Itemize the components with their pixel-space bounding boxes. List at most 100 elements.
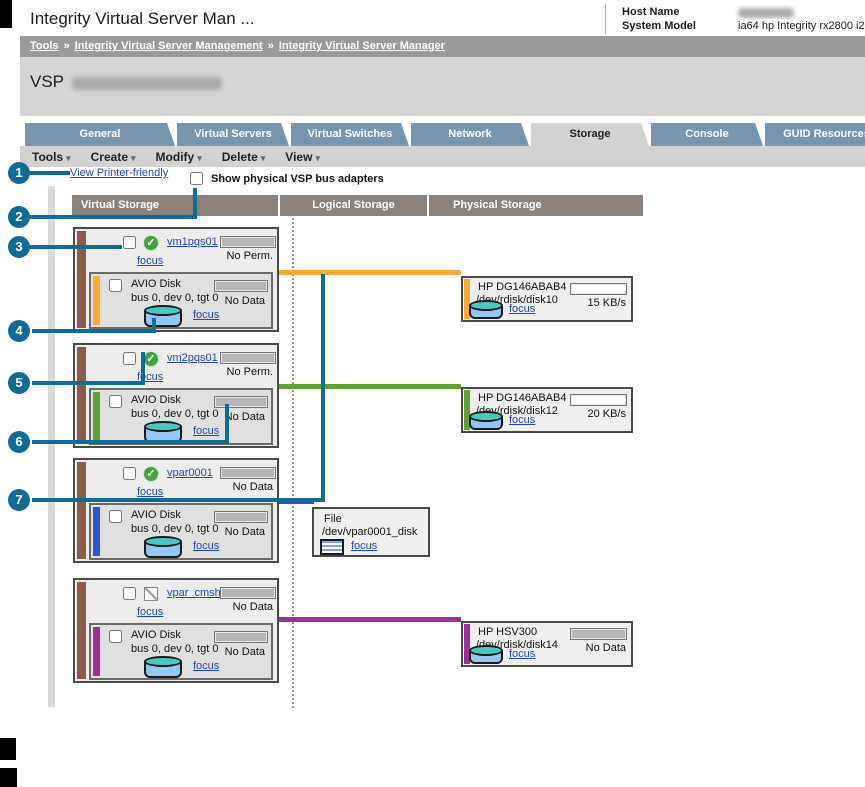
vm-name-link[interactable]: vpar_cmsha — [167, 587, 227, 599]
menu-tools[interactable]: Tools▾ — [32, 149, 71, 164]
vm-focus-link[interactable]: focus — [137, 255, 164, 267]
logical-type: File — [324, 513, 342, 525]
vm-focus-link[interactable]: focus — [137, 606, 164, 618]
tab-virtual-servers[interactable]: Virtual Servers — [177, 123, 289, 146]
callout-badge-2: 2 — [8, 206, 30, 228]
device-box-avio-disk: AVIO Disk bus 0, dev 0, tgt 0 No Data fo… — [89, 503, 273, 560]
vm-select-checkbox[interactable] — [123, 352, 136, 365]
utilization-meter — [214, 280, 268, 292]
callout-line-2 — [193, 188, 197, 219]
callout-line-5 — [32, 381, 145, 385]
chevron-down-icon: ▾ — [131, 152, 136, 163]
vm-focus-link[interactable]: focus — [137, 486, 164, 498]
disk-icon — [144, 536, 182, 558]
meter-label: No Data — [232, 601, 273, 613]
device-select-checkbox[interactable] — [109, 510, 122, 523]
status-ok-icon — [143, 351, 159, 367]
menu-delete[interactable]: Delete▾ — [221, 149, 266, 164]
vm-sidebar — [77, 582, 86, 679]
meter-label: No Data — [224, 411, 265, 423]
vm-select-checkbox[interactable] — [123, 236, 136, 249]
device-accent-bar — [93, 276, 100, 325]
menu-modify[interactable]: Modify▾ — [155, 149, 202, 164]
callout-line-2 — [30, 215, 197, 219]
physical-storage-box-disk12: HP DG146ABAB4 /dev/rdisk/disk12 20 KB/s … — [461, 387, 633, 433]
menu-view[interactable]: View▾ — [285, 149, 320, 164]
disk-icon — [144, 305, 182, 327]
device-focus-link[interactable]: focus — [193, 660, 220, 672]
show-vsp-bus-adapters-label: Show physical VSP bus adapters — [211, 173, 384, 185]
device-type: AVIO Disk — [131, 509, 181, 521]
physical-focus-link[interactable]: focus — [509, 303, 536, 315]
connector-vparcmsha-disk14 — [279, 617, 461, 622]
chevron-down-icon: ▾ — [315, 152, 320, 163]
breadcrumb-link-ivsm[interactable]: Integrity Virtual Server Management — [74, 40, 263, 52]
tab-console[interactable]: Console — [651, 123, 763, 146]
breadcrumb-separator: » — [63, 40, 70, 52]
physical-focus-link[interactable]: focus — [509, 648, 536, 660]
device-focus-link[interactable]: focus — [193, 309, 220, 321]
menu-create[interactable]: Create▾ — [90, 149, 136, 164]
capture-mark — [0, 738, 16, 760]
connector-vpar0001-file — [274, 502, 314, 504]
meter-label: No Data — [224, 526, 265, 538]
breadcrumb-link-tools[interactable]: Tools — [30, 40, 59, 52]
tab-virtual-switches[interactable]: Virtual Switches — [291, 123, 409, 146]
vm-name-link[interactable]: vpar0001 — [167, 467, 213, 479]
callout-line-6 — [32, 440, 229, 444]
physical-model: HP HSV300 — [478, 626, 538, 638]
device-select-checkbox[interactable] — [109, 279, 122, 292]
show-vsp-bus-adapters-checkbox[interactable] — [190, 172, 203, 185]
vm-name-link[interactable]: vm1pqs01 — [167, 236, 218, 248]
virtual-logical-divider — [292, 218, 294, 708]
callout-line-1 — [30, 171, 70, 175]
callout-line-3 — [30, 245, 122, 249]
breadcrumb: Tools » Integrity Virtual Server Managemen… — [20, 36, 865, 57]
host-name-label: Host Name — [622, 6, 680, 18]
header-divider — [605, 4, 606, 34]
tab-general[interactable]: General — [25, 123, 175, 146]
meter-label: 20 KB/s — [587, 408, 626, 420]
physical-accent-bar — [464, 390, 470, 430]
logical-focus-link[interactable]: focus — [351, 540, 378, 552]
vm-name-link[interactable]: vm2pqs01 — [167, 352, 218, 364]
view-printer-friendly-link[interactable]: View Printer-friendly — [70, 167, 169, 179]
callout-line-7 — [321, 274, 325, 502]
chevron-down-icon: ▾ — [66, 152, 71, 163]
vm-select-checkbox[interactable] — [123, 467, 136, 480]
physical-accent-bar — [464, 624, 470, 664]
breadcrumb-separator: » — [267, 40, 274, 52]
meter-label: No Data — [224, 646, 265, 658]
physical-storage-box-disk10: HP DG146ABAB4 /dev/rdisk/disk10 15 KB/s … — [461, 276, 633, 322]
utilization-meter — [214, 511, 268, 523]
meter-label: No Data — [224, 295, 265, 307]
physical-storage-box-disk14: HP HSV300 /dev/rdisk/disk14 No Data focu… — [461, 621, 633, 667]
tab-guid-resources[interactable]: GUID Resources — [765, 123, 865, 146]
device-focus-link[interactable]: focus — [193, 540, 220, 552]
device-focus-link[interactable]: focus — [193, 425, 220, 437]
connector-vm1-disk10 — [279, 270, 461, 275]
device-select-checkbox[interactable] — [109, 395, 122, 408]
physical-focus-link[interactable]: focus — [509, 414, 536, 426]
meter-label: No Data — [585, 642, 626, 654]
system-model-label: System Model — [622, 20, 696, 32]
breadcrumb-link-manager[interactable]: Integrity Virtual Server Manager — [278, 40, 445, 52]
device-type: AVIO Disk — [131, 394, 181, 406]
callout-badge-4: 4 — [8, 320, 30, 342]
tab-storage[interactable]: Storage — [531, 123, 649, 146]
callout-line-4 — [32, 329, 156, 333]
callout-badge-3: 3 — [8, 236, 30, 258]
vm-box-vm2pqs01: vm2pqs01 No Perm. focus AVIO Disk bus 0,… — [73, 343, 279, 448]
device-address: bus 0, dev 0, tgt 0 — [131, 408, 219, 420]
callout-line-7 — [32, 498, 325, 502]
vm-select-checkbox[interactable] — [123, 587, 136, 600]
device-accent-bar — [93, 627, 100, 676]
device-select-checkbox[interactable] — [109, 630, 122, 643]
callout-line-6 — [225, 404, 229, 444]
device-accent-bar — [93, 392, 100, 441]
utilization-meter — [220, 467, 276, 479]
callout-badge-5: 5 — [8, 372, 30, 394]
physical-model: HP DG146ABAB4 — [478, 392, 567, 404]
tab-network[interactable]: Network — [411, 123, 529, 146]
disk-icon — [469, 300, 503, 319]
